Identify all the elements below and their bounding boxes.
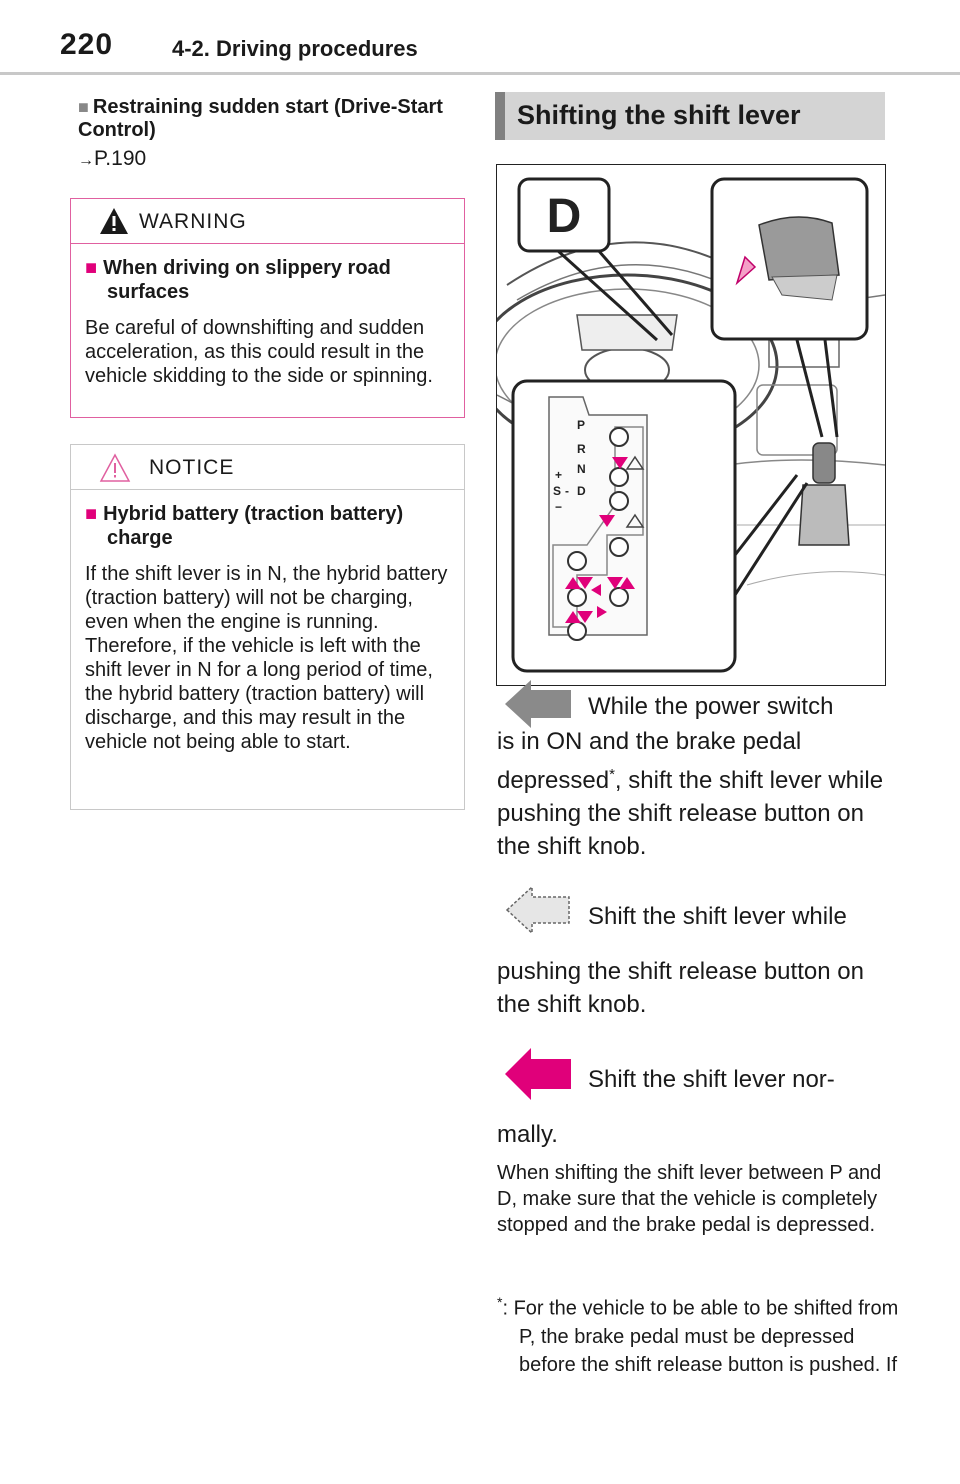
push-arrow-icon	[735, 255, 757, 286]
notice-subtitle: ■Hybrid battery (traction battery) charg…	[85, 502, 450, 550]
shift-note: When shifting the shift lever between P …	[497, 1162, 882, 1236]
warning-subtitle-text: When driving on slippery road surfaces	[103, 257, 391, 303]
shift-section-title: Shifting the shift lever	[517, 100, 801, 130]
notice-box: NOTICE ■Hybrid battery (traction battery…	[70, 444, 465, 810]
warning-header: WARNING	[71, 199, 464, 244]
page-number: 220	[60, 28, 114, 61]
page-reference[interactable]: →P.190	[78, 147, 146, 171]
arrow-left-outline-icon	[505, 885, 570, 935]
gate-label-p: P	[577, 418, 585, 432]
gate-label-d: D	[577, 484, 586, 498]
step3-text-end: mally.	[497, 1121, 558, 1148]
notice-header: NOTICE	[71, 445, 464, 490]
footnote-mark: *	[497, 1294, 503, 1310]
cockpit-drawing: D P R N D + S - −	[497, 177, 885, 673]
page-reference-text: P.190	[94, 147, 147, 170]
caution-triangle-icon	[99, 453, 131, 482]
square-bullet-icon: ■	[78, 97, 89, 117]
warning-label: WARNING	[139, 210, 247, 233]
header-divider	[0, 72, 960, 75]
notice-text: If the shift lever is in N, the hybrid b…	[85, 563, 448, 753]
step1-text-start: While the power switch	[588, 693, 834, 720]
step3-text-start: Shift the shift lever nor-	[588, 1066, 835, 1093]
footnote: *: For the vehicle to be able to be shif…	[497, 1288, 909, 1379]
square-bullet-icon: ■	[85, 503, 98, 525]
warning-box: WARNING ■When driving on slippery road s…	[70, 198, 465, 418]
footnote-text: : For the vehicle to be able to be shift…	[502, 1297, 899, 1376]
notice-label: NOTICE	[149, 456, 235, 479]
step1-text-end: , shift the shift lever while pushing th…	[497, 767, 884, 860]
section-title: 4-2. Driving procedures	[172, 36, 418, 61]
shift-lever-illustration: D P R N D + S - −	[496, 164, 886, 686]
shift-section-heading: Shifting the shift lever	[495, 92, 885, 140]
arrow-right-icon: →	[78, 152, 94, 169]
gate-label-r: R	[577, 442, 586, 456]
gate-label-s: S	[553, 484, 561, 498]
warning-triangle-icon	[100, 208, 128, 234]
step1-text-mid: is in ON and the brake pedal depressed	[497, 728, 802, 794]
notice-subtitle-text: Hybrid battery (traction battery) charge	[103, 503, 404, 549]
warning-subtitle: ■When driving on slippery road surfaces	[85, 256, 450, 304]
restrain-title: Restraining sudden start (Drive-Start Co…	[78, 96, 443, 141]
step2-text: pushing the shift release button on the …	[497, 958, 864, 1018]
arrow-left-pink-icon	[505, 1048, 571, 1100]
step2-text-start: Shift the shift lever while	[588, 903, 847, 930]
gate-label-dash: -	[565, 484, 569, 498]
footnote-marker: *	[609, 766, 615, 783]
gear-d-display: D	[547, 190, 582, 243]
arrow-left-icon	[505, 680, 571, 728]
heading-accent-bar	[495, 92, 505, 140]
gate-label-n: N	[577, 462, 586, 476]
step1-text: is in ON and the brake pedal depressed*,…	[497, 725, 887, 863]
restrain-heading: ■Restraining sudden start (Drive-Start C…	[78, 96, 468, 142]
square-bullet-icon: ■	[85, 257, 98, 279]
warning-text: Be careful of downshifting and sudden ac…	[85, 317, 433, 387]
gate-label-minus: −	[555, 500, 562, 514]
gate-label-plus: +	[555, 468, 562, 482]
